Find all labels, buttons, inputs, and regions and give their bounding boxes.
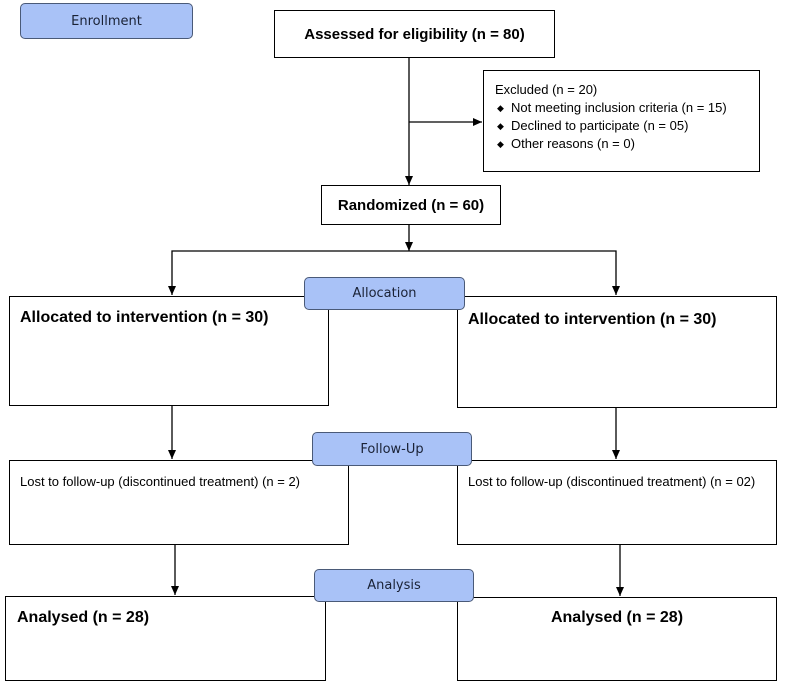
lost-right-label: Lost to follow-up (discontinued treatmen… [468,474,756,489]
stage-enrollment-label: Enrollment [71,13,142,29]
stage-analysis-label: Analysis [367,578,421,593]
lost-left-box: Lost to follow-up (discontinued treatmen… [9,460,349,545]
randomized-label: Randomized (n = 60) [337,196,485,214]
stage-enrollment: Enrollment [20,3,193,39]
assessed-box: Assessed for eligibility (n = 80) [274,10,555,58]
diamond-bullet-icon: ◆ [497,121,504,131]
diamond-bullet-icon: ◆ [497,139,504,149]
allocated-left-box: Allocated to intervention (n = 30) [9,296,329,406]
allocated-right-box: Allocated to intervention (n = 30) [457,296,777,408]
excluded-box: Excluded (n = 20) ◆ Not meeting inclusion… [483,70,760,172]
lost-right-box: Lost to follow-up (discontinued treatmen… [457,460,777,545]
excluded-reasons-list: ◆ Not meeting inclusion criteria (n = 15)… [495,99,749,153]
randomized-box: Randomized (n = 60) [321,185,501,225]
excluded-reason: ◆ Other reasons (n = 0) [495,135,749,153]
arrow-split-left [168,250,409,295]
diamond-bullet-icon: ◆ [497,103,504,113]
excluded-reason-text: Declined to participate (n = 05) [511,118,689,133]
analysed-left-label: Analysed (n = 28) [17,609,150,626]
allocated-right-label: Allocated to intervention (n = 30) [468,311,717,328]
analysed-right-box: Analysed (n = 28) [457,597,777,681]
excluded-title: Excluded (n = 20) [495,82,598,97]
excluded-reason: ◆ Declined to participate (n = 05) [495,117,749,135]
stage-allocation: Allocation [304,277,465,310]
stage-analysis: Analysis [314,569,474,602]
excluded-reason: ◆ Not meeting inclusion criteria (n = 15) [495,99,749,117]
allocated-left-label: Allocated to intervention (n = 30) [20,309,269,326]
assessed-label: Assessed for eligibility (n = 80) [304,25,525,43]
excluded-reason-text: Not meeting inclusion criteria (n = 15) [511,100,727,115]
stage-followup-label: Follow-Up [360,441,424,457]
stage-followup: Follow-Up [312,432,472,466]
analysed-left-box: Analysed (n = 28) [5,596,326,681]
arrow-split-right [409,250,620,295]
excluded-reason-text: Other reasons (n = 0) [511,136,635,151]
lost-left-label: Lost to follow-up (discontinued treatmen… [20,474,301,489]
analysed-right-label: Analysed (n = 28) [550,609,684,626]
stage-allocation-label: Allocation [352,286,417,301]
